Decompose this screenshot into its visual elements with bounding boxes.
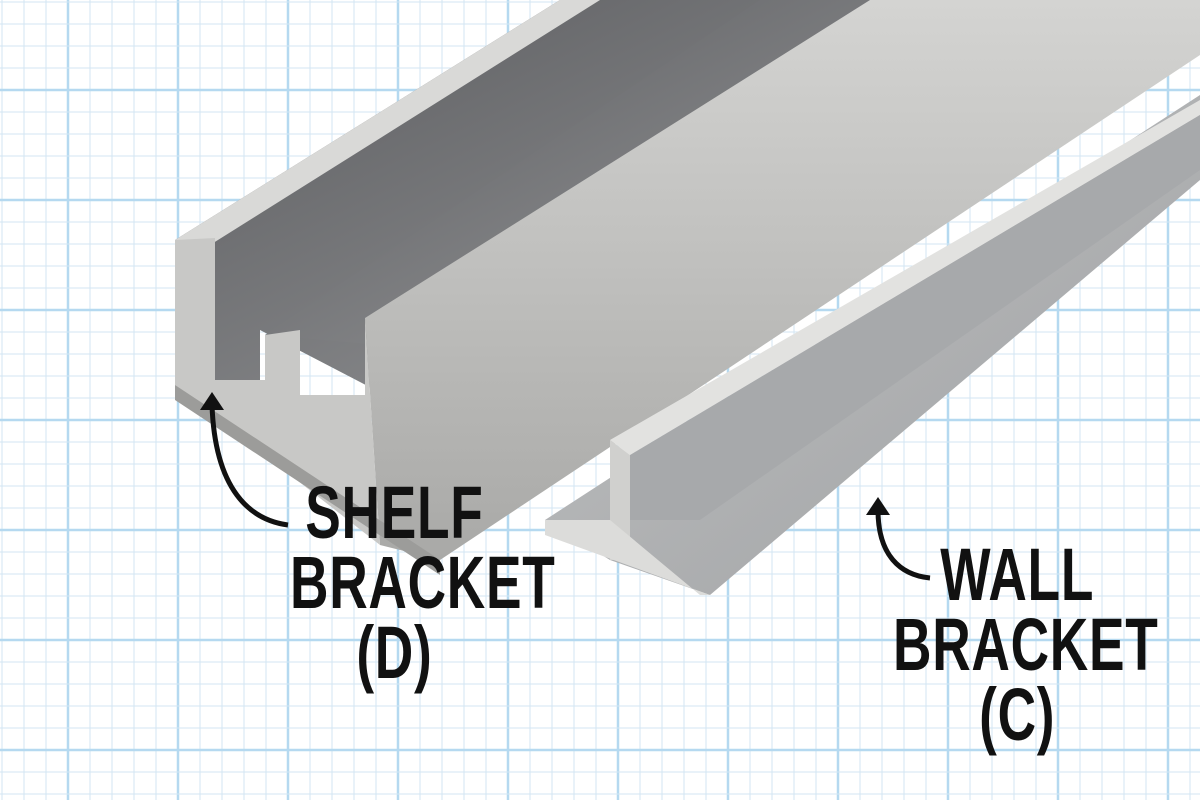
shelf-bracket-photo [175,0,1200,575]
label-line: (C) [979,673,1056,756]
label-line: (D) [356,611,433,694]
wall-bracket-arrow [866,497,931,581]
label-line: WALL [940,533,1095,616]
wall-bracket-label: WALL BRACKET (C) [893,533,1159,756]
wall-bracket-photo [545,95,1200,595]
label-line: BRACKET [893,603,1159,686]
label-line: SHELF [305,471,484,554]
shelf-bracket-label: SHELF BRACKET (D) [290,471,556,694]
shelf-bracket-arrow [200,392,289,528]
label-line: BRACKET [290,541,556,624]
